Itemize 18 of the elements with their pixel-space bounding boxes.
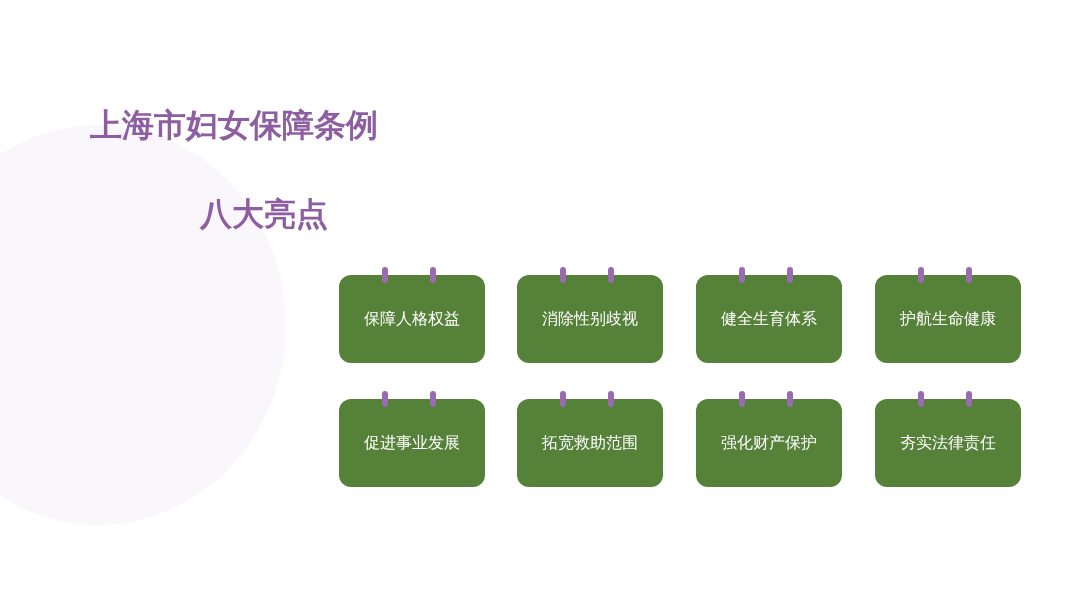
slide-subtitle: 八大亮点 [200, 194, 328, 235]
note-card [339, 275, 485, 363]
card-text: 促进事业发展 [364, 432, 460, 454]
note-card [339, 399, 485, 487]
note-card [517, 275, 663, 363]
note-card [875, 399, 1021, 487]
slide-title: 上海市妇女保障条例 [90, 105, 378, 146]
card-text: 拓宽救助范围 [542, 432, 638, 454]
card-text: 健全生育体系 [721, 308, 817, 330]
note-card [875, 275, 1021, 363]
card-text: 强化财产保护 [721, 432, 817, 454]
card-text: 保障人格权益 [364, 308, 460, 330]
card-text: 护航生命健康 [900, 308, 996, 330]
note-card [517, 399, 663, 487]
card-text: 消除性别歧视 [542, 308, 638, 330]
card-text: 夯实法律责任 [900, 432, 996, 454]
note-card [696, 275, 842, 363]
note-card [696, 399, 842, 487]
